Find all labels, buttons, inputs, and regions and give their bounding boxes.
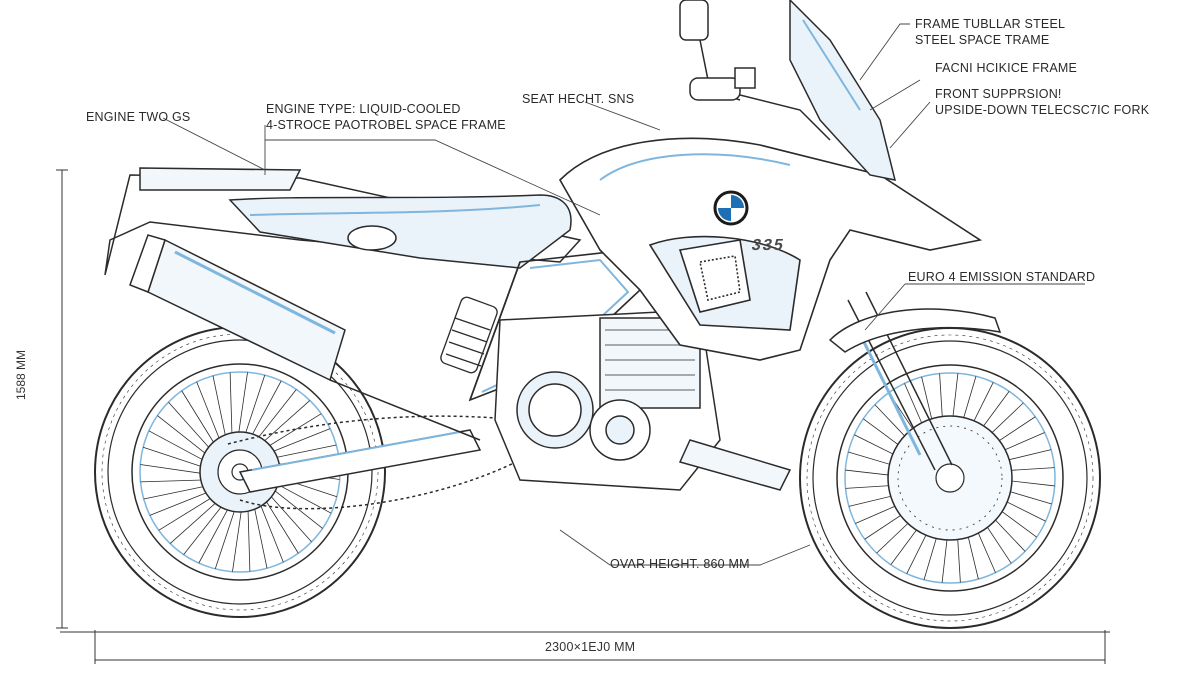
rear-body	[104, 167, 582, 276]
frame-extra-label: FACNI HCIKICE FRAME	[935, 61, 1078, 75]
exhaust-muffler	[129, 234, 481, 441]
engine	[494, 309, 792, 491]
front-wheel	[799, 327, 1101, 629]
dimension-lines	[56, 169, 1110, 664]
engine-type-line2: 4-STROCE PAOTROBEL SPACE FRAME	[266, 118, 506, 132]
vertical-dimension-label: 1588 MM	[14, 349, 28, 400]
overall-height-label: OVAR HEIGHT. 860 MM	[610, 557, 750, 571]
front-fork	[828, 291, 1002, 471]
overall-length-label: 2300×1EJ0 MM	[545, 640, 636, 654]
front-suspension-line2: UPSIDE-DOWN TELECSC7IC FORK	[935, 103, 1150, 117]
frame-line1: FRAME TUBLLAR STEEL	[915, 17, 1066, 31]
engine-type-line1: ENGINE TYPE: LIQUID-COOLED	[266, 102, 461, 116]
engine-short-label: ENGINE TWO GS	[86, 110, 191, 124]
tank-model-number: 335	[750, 237, 787, 254]
front-suspension-line1: FRONT SUPPRSION!	[935, 87, 1062, 101]
bmw-roundel-logo	[713, 190, 749, 226]
rear-shock	[440, 296, 498, 374]
swingarm	[227, 415, 521, 510]
frame-line2: STEEL SPACE TRAME	[915, 33, 1050, 47]
tank-fairing	[559, 137, 983, 361]
seat-height-label: SEAT HECHT. SNS	[522, 92, 635, 106]
cockpit	[679, 0, 897, 181]
emission-standard-label: EURO 4 EMISSION STANDARD	[908, 270, 1096, 284]
callout-leaders	[162, 23, 1085, 566]
